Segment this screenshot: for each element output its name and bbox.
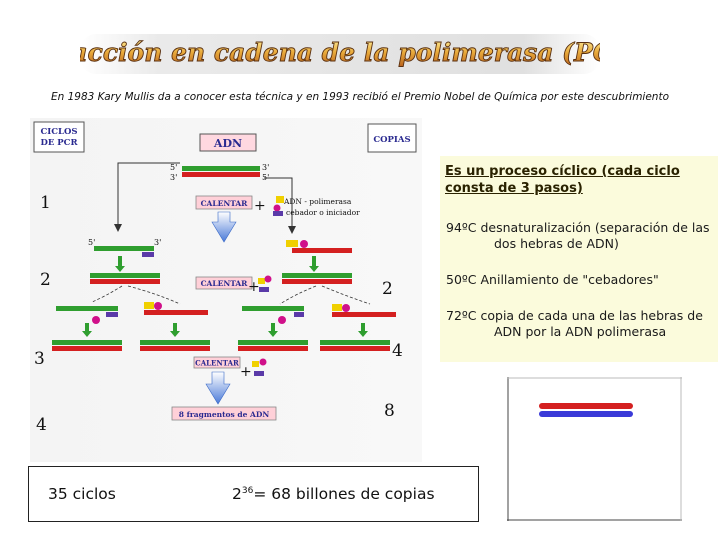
copy-count-4: 4: [392, 341, 403, 361]
fragments-box: 8 fragmentos de ADN: [171, 406, 277, 421]
cycles-label-line1: CICLOS: [40, 127, 77, 137]
explanation-panel: Es un proceso cíclico (cada ciclo consta…: [440, 156, 718, 362]
step-annealing-text: 50ºC Anillamiento de "cebadores": [446, 272, 659, 287]
plus-2: +: [248, 279, 260, 295]
plus-1: +: [254, 198, 266, 214]
cycles-label-line2: DE PCR: [40, 138, 78, 148]
step-denaturation: 94ºC desnaturalización (separación de la…: [446, 220, 714, 252]
step-extension: 72ºC copia de cada una de las hebras de …: [446, 308, 714, 340]
step-extension-text: 72ºC copia de cada una de las hebras de …: [446, 308, 703, 339]
copies-label: COPIAS: [373, 135, 410, 145]
cycle-number-4: 4: [36, 415, 47, 435]
cycles-count: 35 ciclos: [48, 485, 116, 503]
green-arrow-c2-left: [115, 256, 125, 272]
heat-box-1: CALENTAR + ADN - polimerasa cebador o in…: [195, 195, 360, 243]
summary-box: 35 ciclos 236= 68 billones de copias: [28, 466, 479, 522]
pcr-diagram: CICLOS DE PCR ADN COPIAS 1 2 3 4 2 4 8 5…: [30, 118, 422, 462]
panel-title: Es un proceso cíclico (cada ciclo consta…: [445, 164, 680, 196]
cycle-number-1: 1: [40, 193, 51, 213]
heat-label-3: CALENTAR: [195, 359, 239, 368]
strand-5-left: 5': [170, 163, 177, 172]
subtitle: En 1983 Kary Mullis da a conocer esta té…: [51, 91, 669, 103]
dna-header: ADN: [199, 133, 257, 152]
flow-arrow-right: [264, 177, 293, 230]
down-arrow-3: [205, 371, 231, 405]
c1-5: 5': [88, 238, 95, 247]
down-arrow-1: [211, 211, 237, 243]
dna-label: ADN: [213, 137, 242, 150]
cycle3-strands: [56, 302, 396, 324]
cycle1-strands: 5' 3': [88, 238, 352, 257]
title-text: Reacción en cadena de la polimerasa (PCR…: [80, 38, 600, 67]
strand-3-left: 3': [170, 173, 177, 182]
fragments-label: 8 fragmentos de ADN: [179, 410, 270, 419]
cycles-header: CICLOS DE PCR: [33, 121, 85, 153]
green-arrow-c2-right: [309, 256, 319, 272]
formula-exponent: 36: [241, 485, 254, 496]
strand-3-right: 3': [262, 163, 269, 172]
step-denaturation-text: 94ºC desnaturalización (separación de la…: [446, 220, 710, 251]
legend-polymerase: ADN - polimerasa: [283, 197, 352, 206]
heat-box-3: CALENTAR +: [193, 356, 267, 405]
heat-label-2: CALENTAR: [201, 279, 249, 288]
cycle3-double-strands: [52, 340, 390, 351]
step-annealing: 50ºC Anillamiento de "cebadores": [446, 272, 714, 288]
plus-3: +: [240, 364, 252, 380]
formula-base: 2: [232, 485, 242, 503]
cycle2-strands: CALENTAR +: [90, 256, 352, 295]
legend-primer: cebador o iniciador: [286, 208, 360, 217]
final-dna: [539, 403, 633, 417]
flow-arrowhead-left: [114, 224, 122, 232]
copies-header: COPIAS: [367, 123, 417, 153]
green-arrows-c3: [82, 323, 368, 337]
heat-label-1: CALENTAR: [201, 199, 249, 208]
copy-count-2: 2: [382, 279, 393, 299]
cycle-number-3: 3: [34, 349, 45, 369]
result-frame: [507, 377, 682, 521]
dispersal-arrows: [91, 285, 371, 305]
cycle-number-2: 2: [40, 270, 51, 290]
title-banner: Reacción en cadena de la polimerasa (PCR…: [80, 34, 600, 74]
flow-arrow-left: [117, 162, 180, 228]
c1-3: 3': [154, 238, 161, 247]
flow-arrowhead-right: [288, 226, 296, 234]
copy-count-8: 8: [384, 401, 395, 421]
formula-result: = 68 billones de copias: [253, 485, 435, 503]
copies-formula: 236= 68 billones de copias: [232, 485, 435, 503]
